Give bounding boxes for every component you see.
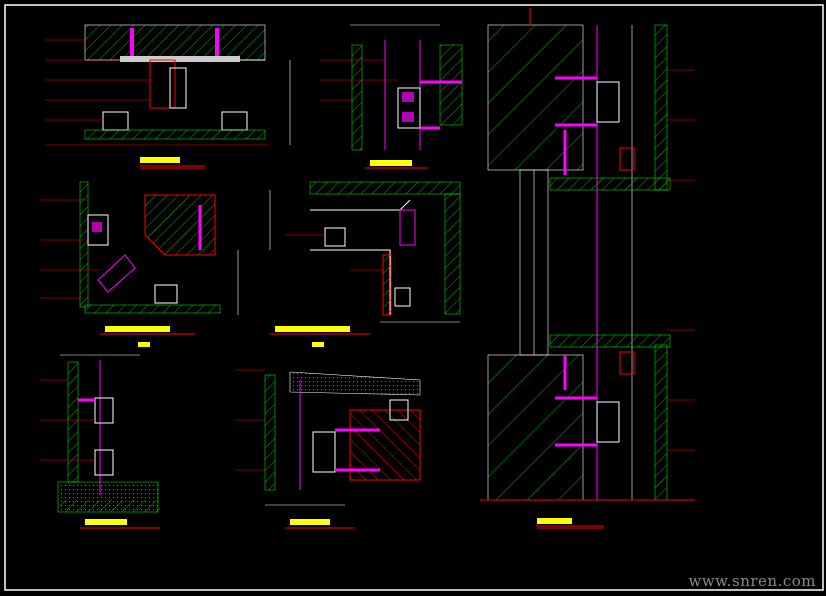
detail-panel-6 bbox=[235, 369, 421, 529]
detail-panel-1 bbox=[45, 24, 291, 169]
detail-panel-3 bbox=[40, 181, 239, 347]
watermark: www.snren.com bbox=[688, 572, 816, 590]
detail-panel-2 bbox=[320, 24, 463, 169]
drawing-border bbox=[4, 4, 824, 591]
detail-panel-4 bbox=[269, 181, 461, 347]
detail-panel-7 bbox=[480, 8, 695, 529]
detail-panel-5 bbox=[40, 354, 160, 529]
